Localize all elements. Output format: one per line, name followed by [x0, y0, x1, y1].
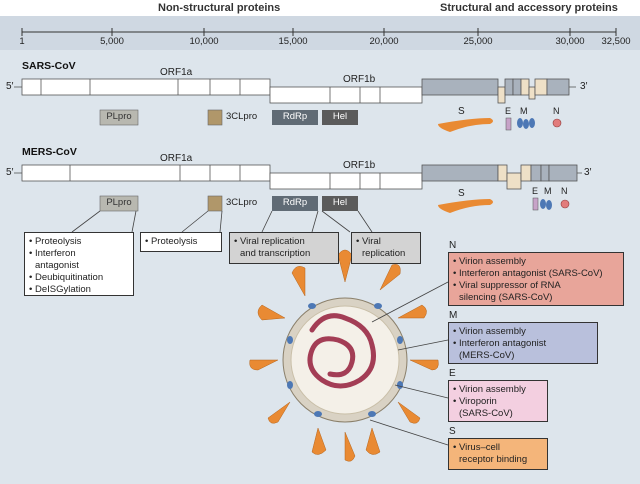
mers-m-icon: [540, 199, 552, 210]
hel-function-1: • Viral: [356, 236, 381, 247]
sars-e-label: E: [505, 106, 512, 116]
ruler-tick-30000: 30,000: [555, 36, 585, 47]
mers-hel-box: [322, 196, 358, 211]
mers-3prime: 3′: [584, 167, 592, 178]
ruler-tick-10000: 10,000: [189, 36, 219, 47]
3clpro-function-box: • Proteolysis: [140, 232, 222, 252]
sars-orf1a: ORF1a: [160, 67, 193, 78]
mers-plpro-box: [99, 195, 139, 212]
sars-rdrp-box: [272, 110, 318, 125]
sars-plpro-label: PLpro: [106, 111, 132, 122]
spike-proteins: [249, 249, 439, 462]
s-function-1: • Virus–cell: [453, 442, 500, 453]
m-function-3: (MERS-CoV): [459, 350, 515, 361]
sars-s-label: S: [458, 106, 465, 117]
n-function-4: silencing (SARS-CoV): [459, 292, 553, 303]
mers-hel-label: Hel: [332, 197, 348, 208]
function-connectors: [71, 210, 373, 233]
ruler-tick-15000: 15,000: [278, 36, 308, 47]
sars-3prime: 3′: [580, 81, 588, 92]
sars-m-label: M: [520, 106, 528, 116]
mers-plpro-label: PLpro: [106, 197, 132, 208]
s-function-box: • Virus–cell receptor binding: [448, 438, 548, 470]
sars-rdrp-label: RdRp: [282, 111, 308, 122]
sars-hel-label: Hel: [332, 111, 348, 122]
sars-genome: [14, 78, 576, 104]
genome-ruler: [0, 16, 640, 50]
virion-illustration: [249, 249, 449, 462]
n-function-2: • Interferon antagonist (SARS-CoV): [453, 268, 603, 279]
mers-orf1a: ORF1a: [160, 153, 193, 164]
ruler-line: [21, 28, 617, 36]
sars-3clpro-label: 3CLpro: [226, 111, 258, 122]
mers-n-label: N: [561, 186, 568, 196]
mers-label: MERS-CoV: [22, 146, 77, 158]
e-function-1: • Virion assembly: [453, 384, 526, 395]
n-function-1: • Virion assembly: [453, 256, 526, 267]
rdrp-function-box: • Viral replication and transcription: [229, 232, 339, 264]
3clpro-function-1: • Proteolysis: [145, 236, 198, 247]
mers-rdrp-box: [272, 196, 318, 211]
ruler-tick-1: 1: [19, 36, 25, 47]
mers-3clpro-label: 3CLpro: [226, 197, 258, 208]
structural-header: Structural and accessory proteins: [440, 2, 618, 14]
virion-pointers: [369, 281, 449, 446]
e-function-3: (SARS-CoV): [459, 408, 513, 419]
sars-n-icon: [552, 118, 562, 128]
mers-spike-icon: [438, 199, 493, 213]
mers-3clpro-box: [207, 195, 223, 212]
n-box-letter: N: [449, 240, 457, 251]
e-function-box: • Virion assembly • Viroporin (SARS-CoV): [448, 380, 548, 422]
plpro-function-1: • Proteolysis: [29, 236, 82, 247]
mers-rdrp-label: RdRp: [282, 197, 308, 208]
e-function-2: • Viroporin: [453, 396, 497, 407]
rna-helix: [307, 313, 376, 389]
sars-label: SARS-CoV: [22, 60, 76, 72]
nonstructural-header: Non-structural proteins: [158, 2, 281, 14]
sars-m-icon: [517, 118, 535, 129]
m-box-letter: M: [449, 310, 458, 321]
plpro-function-5: • DeISGylation: [29, 284, 91, 295]
mers-e-label: E: [532, 186, 539, 196]
sars-5prime: 5′: [6, 81, 14, 92]
s-function-2: receptor binding: [459, 454, 528, 465]
e-box-letter: E: [449, 368, 456, 379]
header-bar: [0, 0, 640, 16]
mers-5prime: 5′: [6, 167, 14, 178]
mers-n-icon: [560, 199, 570, 209]
sars-spike-icon: [438, 118, 493, 132]
plpro-function-box: • Proteolysis • Interferon antagonist • …: [24, 232, 134, 296]
ruler-tick-25000: 25,000: [463, 36, 493, 47]
rdrp-function-2: and transcription: [240, 248, 311, 259]
plpro-function-2: • Interferon: [29, 248, 76, 259]
rdrp-function-1: • Viral replication: [234, 236, 305, 247]
n-function-3: • Viral suppressor of RNA: [453, 280, 561, 291]
m-function-2: • Interferon antagonist: [453, 338, 547, 349]
sars-e-icon: [505, 117, 512, 131]
ruler-tick-5000: 5,000: [100, 36, 124, 47]
sars-hel-box: [322, 110, 358, 125]
sars-n-label: N: [553, 106, 560, 116]
plpro-function-3: antagonist: [35, 260, 79, 271]
hel-function-2: replication: [362, 248, 406, 259]
mers-orf1b: ORF1b: [343, 160, 376, 171]
hel-function-box: • Viral replication: [351, 232, 421, 264]
mers-s-label: S: [458, 188, 465, 199]
mers-genome: [14, 164, 582, 190]
sars-orf1b: ORF1b: [343, 74, 376, 85]
sars-3clpro-box: [207, 109, 223, 126]
ruler-tick-32500: 32,500: [601, 36, 631, 47]
plpro-function-4: • Deubiquitination: [29, 272, 104, 283]
n-function-box: • Virion assembly • Interferon antagonis…: [448, 252, 624, 306]
m-function-box: • Virion assembly • Interferon antagonis…: [448, 322, 598, 364]
mers-e-icon: [532, 197, 539, 211]
mers-m-label: M: [544, 186, 552, 196]
membrane-proteins: [287, 303, 403, 417]
sars-plpro-box: [99, 109, 139, 126]
s-box-letter: S: [449, 426, 456, 437]
ruler-tick-20000: 20,000: [369, 36, 399, 47]
m-function-1: • Virion assembly: [453, 326, 526, 337]
